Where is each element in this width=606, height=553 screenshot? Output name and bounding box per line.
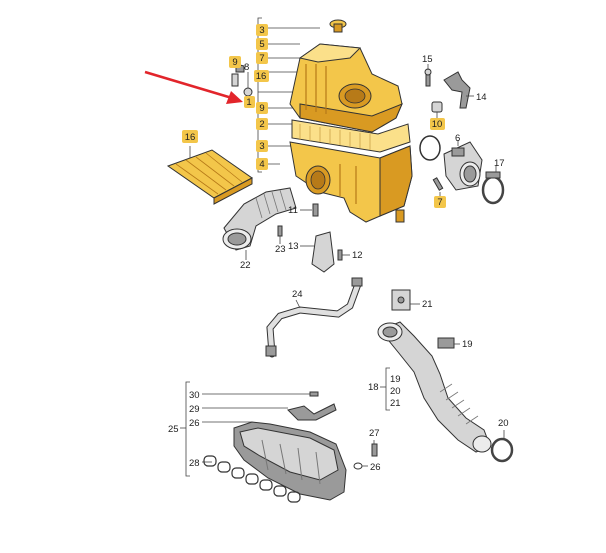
right-top-parts [419,64,505,205]
callout-18-sub-21[interactable]: 21 [390,398,401,409]
callout-top-5[interactable]: 5 [256,38,268,50]
callout-13[interactable]: 13 [288,241,299,252]
callout-screw-9[interactable]: 9 [229,56,241,68]
callout-18[interactable]: 18 [368,382,379,393]
callout-17[interactable]: 17 [494,158,505,169]
svg-text:1: 1 [246,97,251,108]
callout-19[interactable]: 19 [462,339,473,350]
filter-element [291,119,411,153]
svg-text:7: 7 [259,53,264,64]
intake-duct [222,187,297,260]
callout-23[interactable]: 23 [275,244,286,255]
callout-18-sub-20[interactable]: 20 [390,386,401,397]
svg-text:2: 2 [259,119,264,130]
callout-screw-8[interactable]: 8 [244,62,249,73]
svg-text:4: 4 [259,159,264,170]
svg-text:3: 3 [259,25,264,36]
intake-manifold [180,381,378,503]
callout-26-left[interactable]: 26 [189,418,200,429]
svg-text:7: 7 [437,197,442,208]
breather-hose [265,277,363,358]
red-pointer-arrow [144,70,243,104]
bracket-18 [380,367,390,411]
callout-filter-16[interactable]: 16 [182,130,198,143]
callout-top-4[interactable]: 4 [256,158,268,170]
callout-top-1[interactable]: 1 [244,96,255,108]
panel-filter [166,146,253,205]
callout-top-9[interactable]: 9 [256,102,268,114]
callout-10[interactable]: 10 [430,118,445,130]
callout-29[interactable]: 29 [189,404,200,415]
callout-30[interactable]: 30 [189,390,200,401]
svg-text:3: 3 [259,141,264,152]
callout-11[interactable]: 11 [288,205,298,216]
callout-28[interactable]: 28 [189,458,200,469]
callout-labels: 3 5 7 16 1 9 2 3 [168,24,509,473]
callout-top-3[interactable]: 3 [256,24,268,36]
svg-text:9: 9 [232,57,237,68]
svg-text:9: 9 [259,103,264,114]
callout-top-2[interactable]: 2 [256,118,268,130]
svg-text:16: 16 [185,132,196,143]
charge-air-pipe [377,289,514,463]
svg-text:5: 5 [259,39,264,50]
callout-top-16[interactable]: 16 [254,70,269,82]
callout-12[interactable]: 12 [352,250,363,261]
callout-top-3b[interactable]: 3 [256,140,268,152]
callout-20-right[interactable]: 20 [498,418,509,429]
callout-22[interactable]: 22 [240,260,251,271]
callout-21[interactable]: 21 [422,299,433,310]
callout-14[interactable]: 14 [476,92,487,103]
callout-27[interactable]: 27 [369,428,380,439]
svg-text:16: 16 [256,71,267,82]
callout-26-right[interactable]: 26 [370,462,381,473]
callout-18-sub-19[interactable]: 19 [390,374,401,385]
callout-6[interactable]: 6 [455,133,460,144]
callout-7-right[interactable]: 7 [434,196,446,208]
callout-15[interactable]: 15 [422,54,433,65]
callout-24[interactable]: 24 [292,289,303,300]
callout-25[interactable]: 25 [168,424,179,435]
svg-text:10: 10 [432,119,443,130]
air-filter-upper-housing [289,19,403,133]
mounting-bracket [300,203,350,273]
air-filter-lower-housing [289,141,413,223]
callout-top-7[interactable]: 7 [256,52,268,64]
